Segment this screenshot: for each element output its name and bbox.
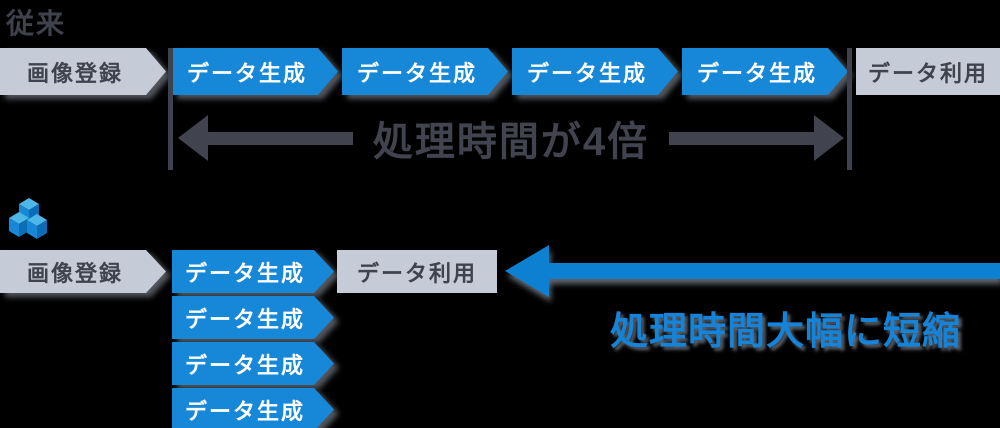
after-step-data-generate-1: データ生成: [172, 250, 334, 293]
arrow-line: [669, 131, 814, 145]
result-arrow-icon: [505, 245, 1000, 297]
cubes-icon: [8, 196, 50, 249]
step-label: データ生成: [172, 342, 334, 385]
step-label: データ生成: [512, 48, 678, 95]
arrow-head: [505, 245, 549, 297]
step-label: データ生成: [342, 48, 508, 95]
before-section-label: 従来: [6, 8, 67, 39]
step-label: データ生成: [172, 48, 338, 95]
before-step-data-use: データ利用: [856, 48, 1000, 95]
measure-end-bar: [847, 48, 852, 170]
after-step-data-generate-3: データ生成: [172, 342, 334, 385]
arrow-shaft: [548, 263, 1000, 279]
step-label: データ生成: [682, 48, 848, 95]
measure-start-bar: [168, 48, 173, 170]
arrow-left-head-icon: [178, 115, 208, 161]
before-step-data-generate-2: データ生成: [342, 48, 508, 95]
before-step-data-generate-3: データ生成: [512, 48, 678, 95]
after-step-data-generate-2: データ生成: [172, 296, 334, 339]
step-label: 画像登録: [0, 48, 166, 95]
before-step-data-generate-4: データ生成: [682, 48, 848, 95]
duration-label: 処理時間が4倍: [372, 120, 650, 164]
after-step-data-generate-4: データ生成: [172, 388, 334, 428]
step-label: データ利用: [856, 48, 1000, 95]
after-step-image-register: 画像登録: [0, 250, 166, 293]
arrow-line: [208, 131, 353, 145]
duration-arrow: 処理時間が4倍: [178, 110, 844, 166]
step-label: データ利用: [337, 250, 497, 293]
before-step-data-generate-1: データ生成: [172, 48, 338, 95]
step-label: データ生成: [172, 296, 334, 339]
step-label: データ生成: [172, 250, 334, 293]
after-step-data-use: データ利用: [337, 250, 497, 293]
step-label: 画像登録: [0, 250, 166, 293]
result-headline: 処理時間大幅に短縮: [610, 311, 962, 353]
step-label: データ生成: [172, 388, 334, 428]
before-step-image-register: 画像登録: [0, 48, 166, 95]
arrow-right-head-icon: [814, 115, 844, 161]
